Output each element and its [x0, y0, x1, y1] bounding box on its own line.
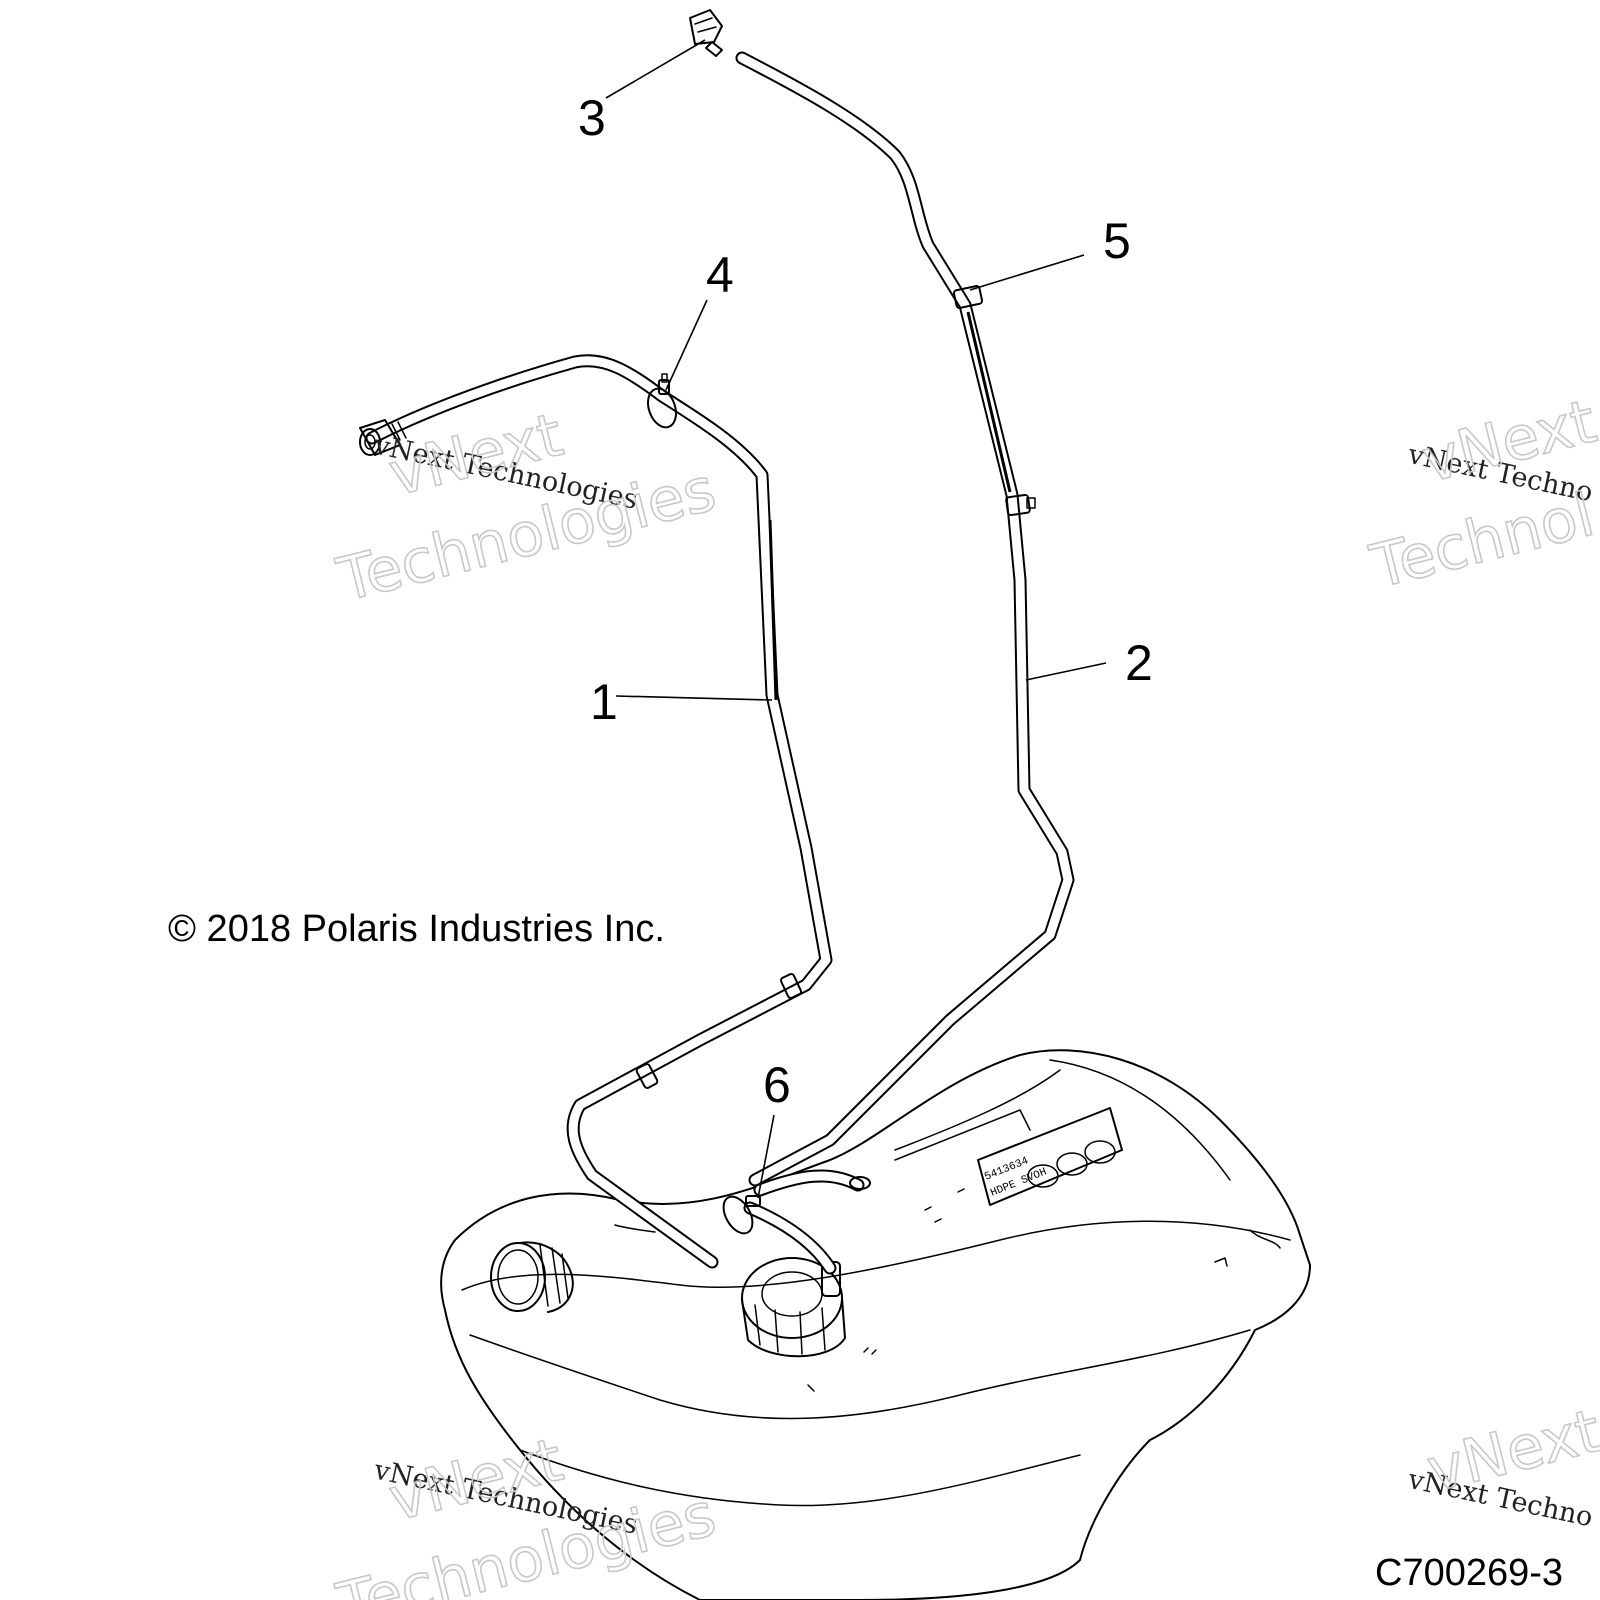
callout-2: 2 [1125, 635, 1153, 691]
fuel-tank-top-ridge [461, 1220, 1291, 1291]
fuel-line-1 [359, 354, 833, 1269]
tank-hose-junction [743, 1169, 871, 1275]
filler-neck [490, 1241, 574, 1313]
fuel-line-1-shade [768, 519, 778, 701]
leader-2 [1025, 662, 1107, 681]
hose-clamp-6 [722, 1195, 761, 1235]
fuel-line-2-shade [966, 311, 1012, 493]
watermark-upper-left-outline: vNext Technologies [330, 399, 723, 617]
leader-3 [605, 39, 706, 99]
vent-connector-3 [689, 9, 723, 57]
fuel-tank-rear-ridge [894, 1059, 1231, 1181]
leader-5 [969, 254, 1085, 291]
fuel-tank-outline [440, 1049, 1311, 1600]
fuel-line-2 [735, 51, 1075, 1187]
tank-detail-marks [614, 1188, 1281, 1392]
tank-label-plate: 5413634 HDPE SVOH [977, 1107, 1123, 1206]
callout-5: 5 [1103, 213, 1131, 269]
fuel-tank-lower-ridge [519, 1449, 1081, 1507]
fuel-tank-side-ridge [469, 1329, 1251, 1420]
watermark-lower-left-outline: vNext Technologies [330, 1424, 723, 1600]
leader-4 [665, 299, 708, 391]
hose-clamp-4 [646, 373, 678, 429]
copyright-notice: © 2018 Polaris Industries Inc. [168, 908, 665, 950]
watermark-upper-right-outline: vNext Technol [1363, 386, 1600, 604]
watermark-partial-bottom: Technol [1364, 480, 1600, 603]
callout-4: 4 [706, 247, 734, 303]
callout-6: 6 [763, 1057, 791, 1113]
leader-1 [615, 695, 773, 701]
callout-1: 1 [590, 674, 618, 730]
figure-id: C700269-3 [1375, 1552, 1563, 1594]
quick-connector-left [359, 419, 407, 456]
leader-6 [757, 1114, 775, 1199]
callout-3: 3 [578, 90, 606, 146]
